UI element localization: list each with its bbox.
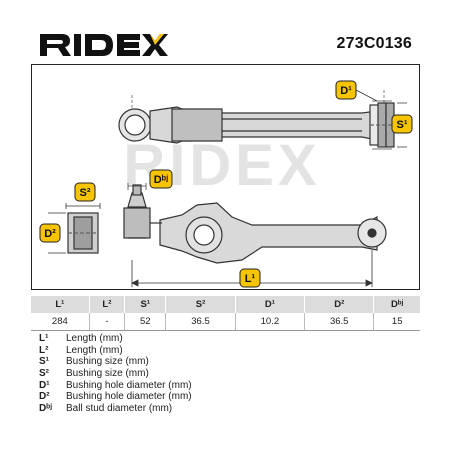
col-header: Dᵇʲ: [373, 296, 420, 313]
callout-l1-text: L¹: [245, 273, 256, 285]
legend-symbol: L¹: [39, 333, 49, 344]
col-header: S²: [165, 296, 236, 313]
legend-item: Dᵇʲ Ball stud diameter (mm): [31, 403, 420, 415]
legend: L¹ Length (mm) L² Length (mm) S¹ Bushing si…: [31, 333, 420, 415]
legend-symbol: S²: [39, 368, 49, 380]
legend-description: Length (mm): [66, 344, 123, 356]
spec-table-value-row: 284 - 52 36.5 10.2 36.5 15: [31, 313, 420, 331]
header: 273C0136: [0, 0, 452, 64]
legend-item: D² Bushing hole diameter (mm): [31, 391, 420, 403]
col-header: D¹: [235, 296, 306, 313]
legend-description: Bushing hole diameter (mm): [66, 391, 192, 403]
table-cell: 284: [31, 313, 90, 331]
legend-item: L² Length (mm): [31, 345, 420, 357]
ball-joint-dim-lines: [127, 183, 147, 190]
callout-d1-text: D¹: [340, 85, 352, 97]
technical-drawing: RIDEX D¹ S¹: [31, 64, 420, 290]
callout-l1: L¹: [239, 268, 261, 288]
legend-symbol: L²: [39, 344, 49, 356]
legend-description: Ball stud diameter (mm): [66, 403, 173, 415]
ridex-logo: [40, 34, 168, 56]
legend-description: Bushing size (mm): [66, 368, 149, 380]
arm-side-view: [123, 184, 387, 264]
legend-item: S¹ Bushing size (mm): [31, 356, 420, 368]
legend-description: Length (mm): [66, 333, 123, 344]
callout-d2: D²: [39, 223, 61, 243]
table-cell: 36.5: [304, 313, 375, 331]
callout-s2-text: S²: [80, 187, 91, 199]
legend-description: Bushing hole diameter (mm): [66, 379, 192, 391]
legend-symbol: Dᵇʲ: [39, 403, 53, 415]
col-header: L¹: [31, 296, 90, 313]
spec-table: L¹ L² S¹ S² D¹ D² Dᵇʲ 284 - 52 36.5 10.2…: [31, 296, 420, 331]
callout-dbj: Dᵇʲ: [149, 169, 173, 189]
spec-table-header-row: L¹ L² S¹ S² D¹ D² Dᵇʲ: [31, 296, 420, 313]
callout-dbj-text: Dᵇʲ: [154, 174, 168, 186]
legend-description: Bushing size (mm): [66, 356, 149, 368]
col-header: L²: [89, 296, 126, 313]
table-cell: 52: [124, 313, 167, 331]
callout-s2: S²: [74, 182, 96, 202]
callout-d2-text: D²: [44, 228, 56, 240]
legend-item: S² Bushing size (mm): [31, 368, 420, 380]
legend-item: L¹ Length (mm): [31, 333, 420, 345]
legend-symbol: D²: [39, 391, 50, 403]
table-cell: 36.5: [165, 313, 236, 331]
product-code: 273C0136: [336, 35, 412, 52]
callout-d1: D¹: [335, 80, 378, 102]
arm-top-view: [118, 90, 407, 150]
legend-item: D¹ Bushing hole diameter (mm): [31, 380, 420, 392]
callout-s1: S¹: [391, 114, 413, 134]
control-arm-drawing: RIDEX D¹ S¹: [39, 80, 413, 288]
legend-symbol: S¹: [39, 356, 49, 368]
callout-s1-text: S¹: [397, 119, 408, 131]
table-cell: 10.2: [235, 313, 306, 331]
col-header: S¹: [124, 296, 167, 313]
table-cell: -: [89, 313, 126, 331]
legend-symbol: D¹: [39, 379, 50, 391]
left-bushing: [48, 203, 101, 254]
col-header: D²: [304, 296, 375, 313]
table-cell: 15: [373, 313, 420, 331]
